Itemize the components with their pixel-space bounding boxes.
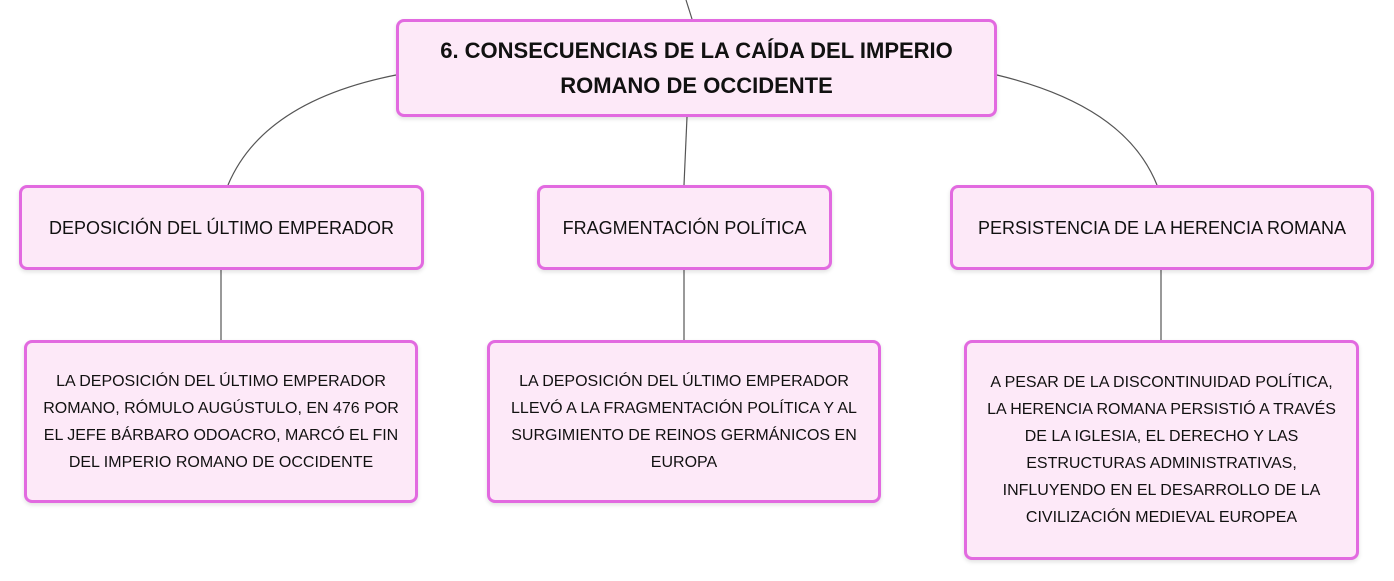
topic-label: PERSISTENCIA DE LA HERENCIA ROMANA: [977, 217, 1347, 238]
detail-line: LLEVÓ A LA FRAGMENTACIÓN POLÍTICA Y AL: [511, 399, 857, 417]
topic-label: FRAGMENTACIÓN POLÍTICA: [562, 217, 807, 238]
central-topic-line: 6. CONSECUENCIAS DE LA CAÍDA DEL IMPERIO: [440, 38, 953, 63]
detail-line: ROMANO, RÓMULO AUGÚSTULO, EN 476 POR: [43, 399, 399, 417]
detail-fragmentacion-node[interactable]: LA DEPOSICIÓN DEL ÚLTIMO EMPERADOR LLEVÓ…: [487, 340, 881, 503]
detail-line: INFLUYENDO EN EL DESARROLLO DE LA: [1002, 482, 1321, 499]
detail-line: LA DEPOSICIÓN DEL ÚLTIMO EMPERADOR: [519, 372, 849, 390]
detail-persistencia-node[interactable]: A PESAR DE LA DISCONTINUIDAD POLÍTICA, L…: [964, 340, 1359, 560]
central-topic-text: 6. CONSECUENCIAS DE LA CAÍDA DEL IMPERIO…: [420, 33, 973, 103]
detail-text: LA DEPOSICIÓN DEL ÚLTIMO EMPERADOR ROMAN…: [37, 368, 405, 476]
detail-line: SURGIMIENTO DE REINOS GERMÁNICOS EN: [511, 426, 857, 444]
detail-line: ESTRUCTURAS ADMINISTRATIVAS,: [1026, 455, 1297, 472]
detail-line: CIVILIZACIÓN MEDIEVAL EUROPEA: [1025, 509, 1298, 526]
detail-line: A PESAR DE LA DISCONTINUIDAD POLÍTICA,: [990, 374, 1333, 391]
detail-line: DEL IMPERIO ROMANO DE OCCIDENTE: [68, 453, 374, 471]
detail-text: A PESAR DE LA DISCONTINUIDAD POLÍTICA, L…: [981, 369, 1342, 531]
connector-root-to-persistencia: [996, 74, 1158, 186]
topic-label: DEPOSICIÓN DEL ÚLTIMO EMPERADOR: [48, 217, 395, 238]
topic-deposicion-node[interactable]: DEPOSICIÓN DEL ÚLTIMO EMPERADOR: [19, 185, 424, 270]
central-topic-node[interactable]: 6. CONSECUENCIAS DE LA CAÍDA DEL IMPERIO…: [396, 19, 997, 117]
topic-fragmentacion-node[interactable]: FRAGMENTACIÓN POLÍTICA: [537, 185, 832, 270]
detail-line: EUROPA: [650, 453, 718, 471]
detail-line: LA HERENCIA ROMANA PERSISTIÓ A TRAVÉS: [987, 401, 1336, 418]
topic-persistencia-node[interactable]: PERSISTENCIA DE LA HERENCIA ROMANA: [950, 185, 1374, 270]
connector-root-to-fragmentacion: [683, 116, 688, 186]
detail-line: LA DEPOSICIÓN DEL ÚLTIMO EMPERADOR: [56, 372, 386, 390]
detail-line: EL JEFE BÁRBARO ODOACRO, MARCÓ EL FIN: [43, 426, 399, 444]
detail-deposicion-node[interactable]: LA DEPOSICIÓN DEL ÚLTIMO EMPERADOR ROMAN…: [24, 340, 418, 503]
connector-root-to-deposicion: [227, 74, 397, 186]
connector-from-parent: [685, 0, 693, 20]
central-topic-line: ROMANO DE OCCIDENTE: [560, 73, 833, 98]
detail-text: LA DEPOSICIÓN DEL ÚLTIMO EMPERADOR LLEVÓ…: [505, 368, 863, 476]
detail-line: DE LA IGLESIA, EL DERECHO Y LAS: [1024, 428, 1299, 445]
